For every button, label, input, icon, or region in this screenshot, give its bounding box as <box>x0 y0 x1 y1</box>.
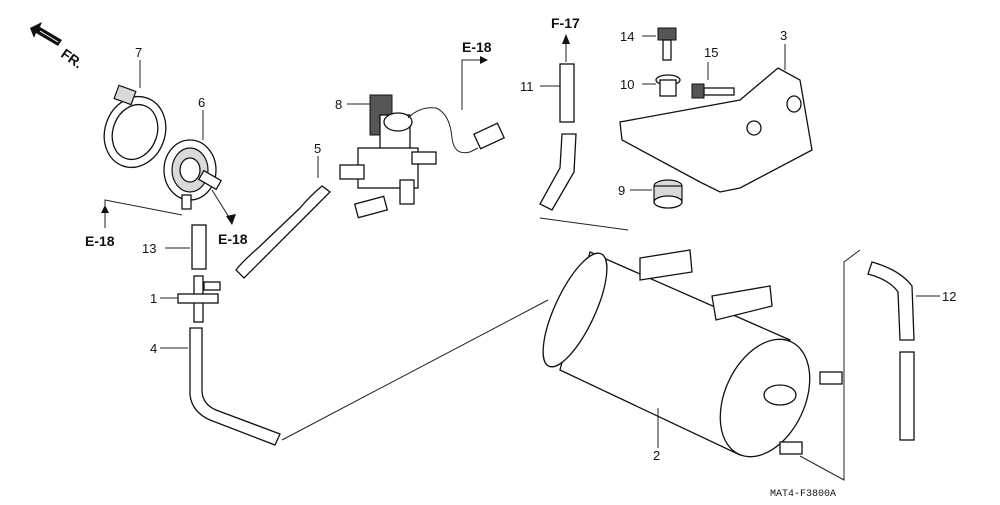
callout-10: 10 <box>620 77 634 92</box>
part-6-valve[interactable] <box>163 139 223 210</box>
arrow-right-icon <box>480 56 488 64</box>
callout-3: 3 <box>780 28 787 43</box>
callout-14: 14 <box>620 29 634 44</box>
part-15-bolt[interactable] <box>691 83 735 99</box>
part-2-canister[interactable] <box>531 245 843 471</box>
ref-e18-top: E-18 <box>462 39 492 55</box>
callout-6: 6 <box>198 95 205 110</box>
part-3-bracket[interactable] <box>619 67 813 193</box>
arrow-down-icon <box>101 205 109 213</box>
callout-7: 7 <box>135 45 142 60</box>
callout-4: 4 <box>150 341 157 356</box>
drawing-code: MAT4-F3800A <box>770 489 836 500</box>
front-direction-arrow-icon <box>30 22 62 46</box>
callout-11: 11 <box>520 79 534 94</box>
callout-1: 1 <box>150 291 157 306</box>
callout-13: 13 <box>142 241 156 256</box>
part-10-collar[interactable] <box>655 74 681 97</box>
arrow-down-icon <box>226 214 236 225</box>
connection-line-11 <box>539 217 629 231</box>
callout-2: 2 <box>653 448 660 463</box>
leader-e18-top <box>461 59 484 110</box>
connection-line-12 <box>799 249 861 481</box>
part-9-grommet[interactable] <box>653 179 683 209</box>
ref-e18-mid: E-18 <box>218 231 248 247</box>
front-direction-label: FR. <box>58 45 86 71</box>
part-7-clamp[interactable] <box>94 84 175 176</box>
part-1-t-joint[interactable] <box>177 275 221 323</box>
part-4-hose[interactable] <box>189 327 281 446</box>
callout-15: 15 <box>704 45 718 60</box>
callout-9: 9 <box>618 183 625 198</box>
wire-harness <box>407 107 479 154</box>
ref-f17: F-17 <box>551 15 580 31</box>
part-5-hose[interactable] <box>235 185 331 279</box>
part-11-hose[interactable] <box>539 63 577 211</box>
ref-e18-left: E-18 <box>85 233 115 249</box>
connection-line <box>281 299 549 441</box>
part-14-bolt[interactable] <box>657 27 677 61</box>
callout-5: 5 <box>314 141 321 156</box>
connector[interactable] <box>472 122 506 150</box>
part-8-solenoid-valve[interactable] <box>339 94 437 219</box>
part-13-tube[interactable] <box>191 224 207 270</box>
leader-e18-left <box>104 199 183 228</box>
callout-8: 8 <box>335 97 342 112</box>
part-12-hose[interactable] <box>867 261 915 441</box>
arrow-up-icon <box>562 34 570 44</box>
callout-12: 12 <box>942 289 956 304</box>
